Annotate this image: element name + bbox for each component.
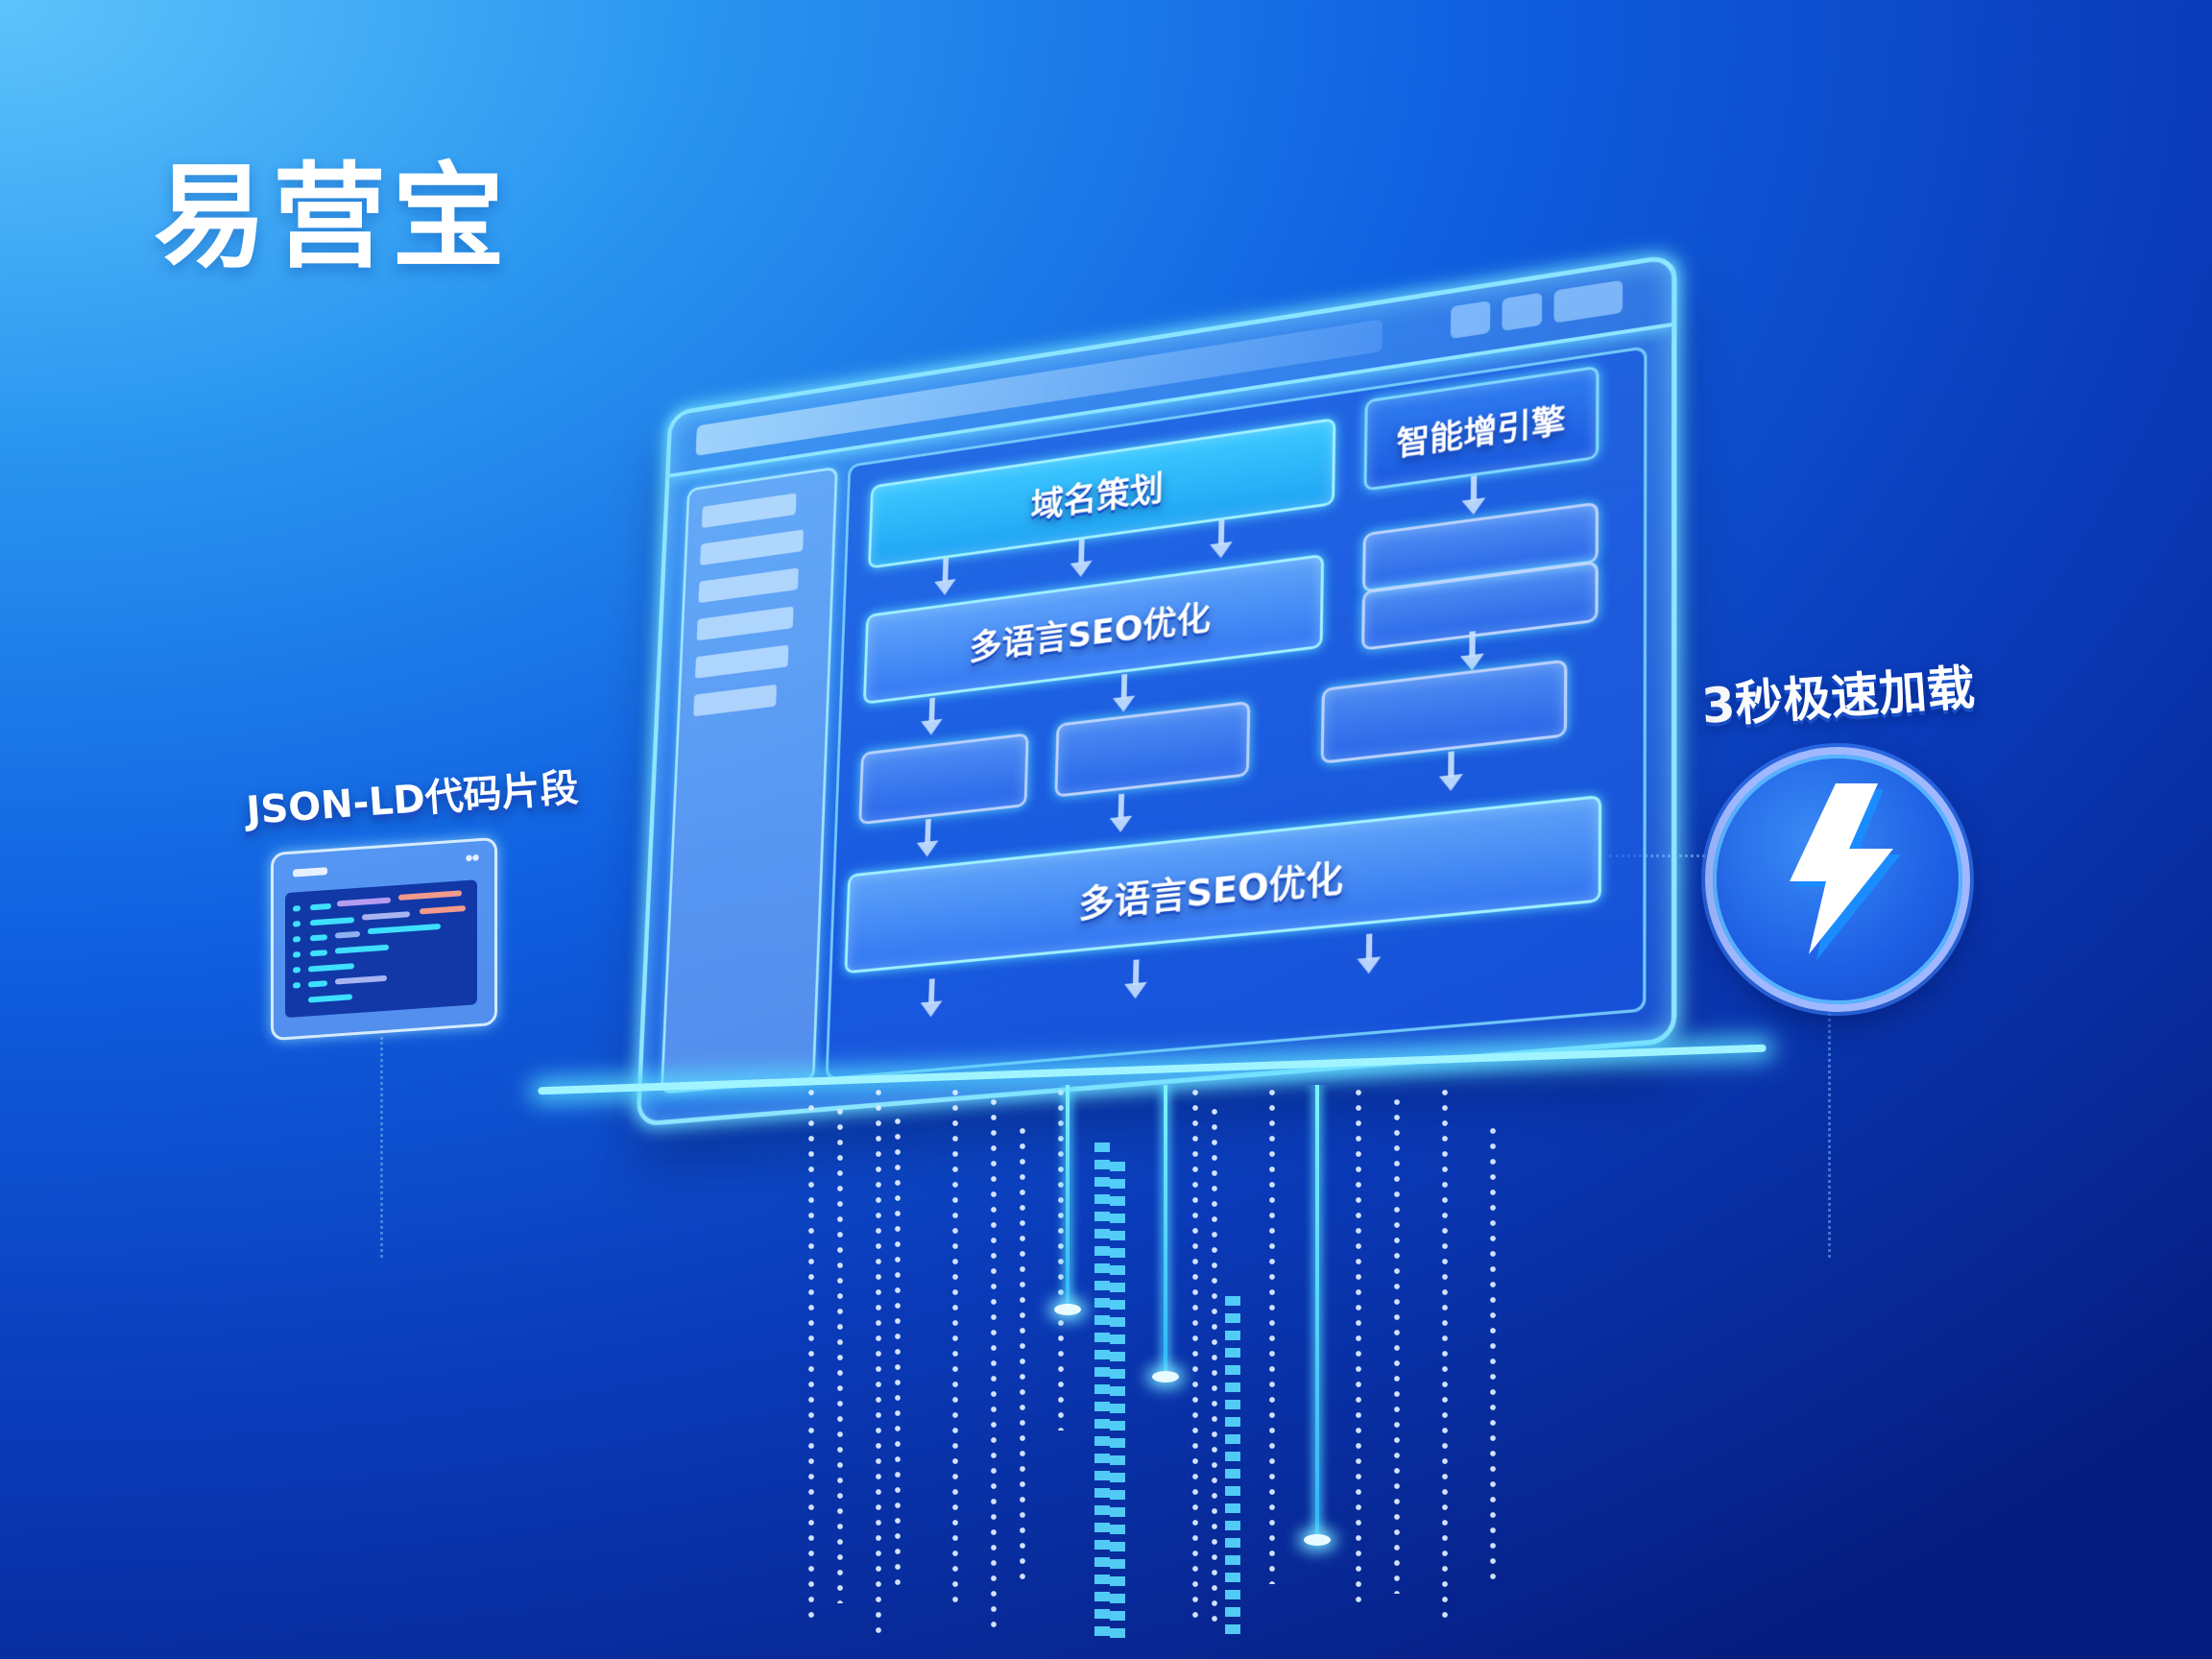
block-column	[1225, 1296, 1240, 1642]
particle-column	[1190, 1085, 1200, 1623]
minimize-button	[1450, 301, 1491, 340]
flow-arrow	[920, 1000, 943, 1019]
flow-arrow	[920, 718, 943, 736]
light-beam	[1164, 1085, 1167, 1373]
flowchart-panel: 域名策划 智能增引擎 多语言SEO优化 多语言SEO优化	[825, 346, 1647, 1081]
sidebar-item	[700, 529, 804, 566]
browser-window: 域名策划 智能增引擎 多语言SEO优化 多语言SEO优化	[636, 252, 1677, 1127]
flow-arrow	[933, 578, 956, 597]
particle-column	[1354, 1085, 1363, 1603]
block-column	[1094, 1142, 1110, 1642]
flow-box-multilingual-seo: 多语言SEO优化	[862, 553, 1325, 705]
flow-arrow	[1461, 497, 1486, 517]
particle-column	[1018, 1123, 1027, 1584]
block-column	[1110, 1162, 1125, 1642]
flow-box-domain-planning: 域名策划	[868, 417, 1336, 569]
flow-box-smart-engine: 智能增引擎	[1363, 365, 1599, 492]
flow-arrow	[1438, 774, 1463, 793]
particle-column	[835, 1104, 845, 1603]
sidebar-panel	[660, 466, 838, 1094]
brand-title: 易营宝	[154, 151, 512, 283]
light-beam-end	[1152, 1371, 1179, 1382]
sidebar-item	[701, 493, 797, 529]
light-beam	[1066, 1085, 1070, 1306]
lightning-bolt-icon	[1790, 783, 1901, 960]
speed-connector-line	[1609, 854, 1705, 857]
maximize-button	[1502, 292, 1543, 331]
particle-column	[1267, 1085, 1277, 1584]
flow-arrow	[1112, 695, 1136, 714]
data-rain-stream	[730, 1085, 1594, 1659]
particle-column	[989, 1094, 998, 1632]
particle-column	[1210, 1104, 1219, 1623]
particle-column	[1056, 1085, 1066, 1431]
particle-column	[893, 1114, 902, 1594]
particle-column	[1392, 1094, 1402, 1594]
sidebar-item	[696, 606, 794, 641]
flow-arrow	[1070, 560, 1093, 579]
sidebar-item	[694, 644, 789, 679]
sidebar-item	[698, 567, 799, 604]
flow-arrow	[1357, 956, 1382, 975]
flow-arrow	[916, 840, 939, 858]
close-button	[1553, 279, 1623, 324]
speed-badge	[1705, 747, 1970, 1012]
particle-column	[806, 1085, 816, 1623]
flow-arrow	[1123, 981, 1147, 1000]
json-ld-dotted-line	[380, 1037, 383, 1258]
particle-column	[1488, 1123, 1498, 1584]
flow-box-empty	[1320, 659, 1568, 764]
sidebar-item	[693, 684, 778, 717]
particle-column	[950, 1085, 960, 1603]
light-beam-end	[1304, 1534, 1331, 1546]
light-beam-end	[1054, 1304, 1081, 1315]
flow-box-empty	[858, 733, 1029, 826]
particle-column	[1440, 1085, 1450, 1623]
flow-arrow	[1109, 815, 1133, 834]
flow-box-empty	[1054, 700, 1251, 798]
flow-arrow	[1209, 541, 1233, 560]
speed-dotted-line	[1828, 1008, 1831, 1258]
light-beam	[1315, 1085, 1319, 1536]
particle-column	[874, 1085, 883, 1642]
flow-box-multilingual-seo-bottom: 多语言SEO优化	[844, 794, 1602, 974]
